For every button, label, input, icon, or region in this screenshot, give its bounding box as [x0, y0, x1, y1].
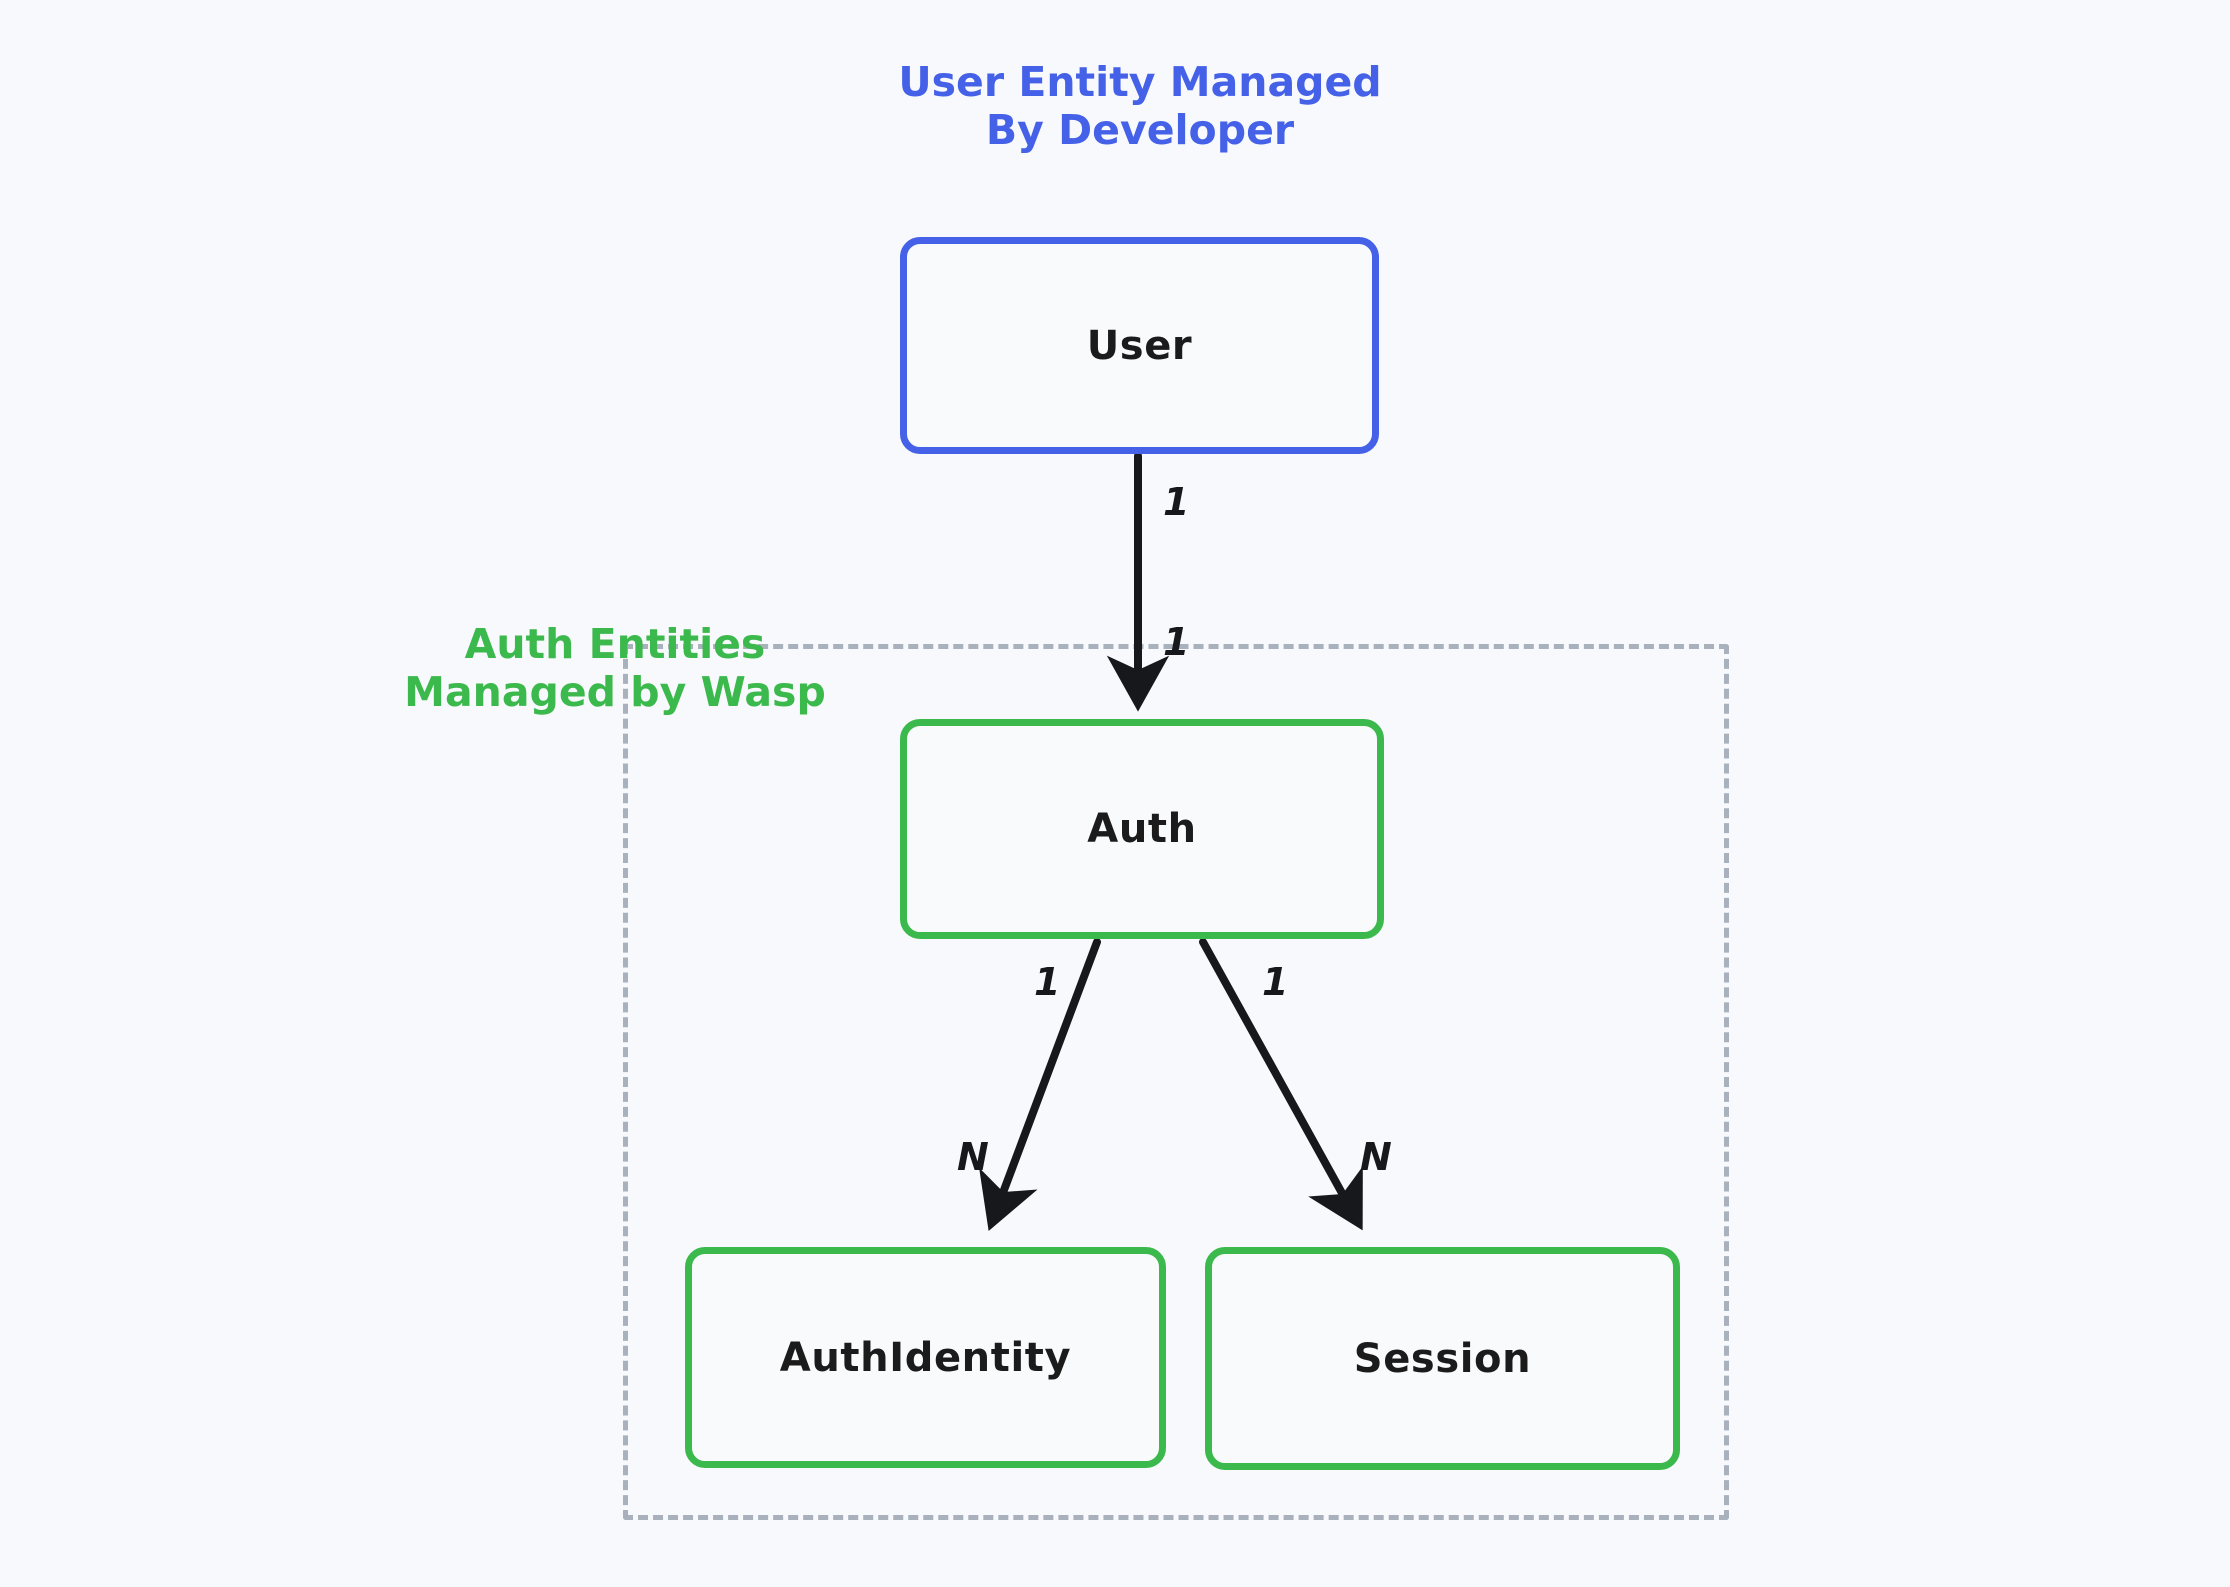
- entity-label-authidentity: AuthIdentity: [779, 1334, 1072, 1381]
- entity-label-user: User: [1086, 322, 1193, 369]
- caption-user-entity-managed-by-developer: User Entity Managed By Developer: [898, 58, 1382, 155]
- cardinality-auth-authidentity-target: N: [957, 1135, 989, 1179]
- cardinality-auth-session-target: N: [1360, 1135, 1392, 1179]
- entity-node-session[interactable]: Session: [1205, 1247, 1680, 1470]
- entity-label-session: Session: [1353, 1335, 1532, 1382]
- cardinality-auth-authidentity-source: 1: [1034, 960, 1061, 1004]
- entity-node-auth[interactable]: Auth: [900, 719, 1384, 939]
- caption-auth-entities-managed-by-wasp: Auth Entities Managed by Wasp: [404, 620, 826, 717]
- wasp-entities-group-boundary: [623, 644, 1729, 1520]
- cardinality-user-auth-target: 1: [1163, 620, 1190, 664]
- cardinality-user-auth-source: 1: [1163, 480, 1190, 524]
- entity-node-user[interactable]: User: [900, 237, 1379, 454]
- entity-label-auth: Auth: [1087, 806, 1197, 852]
- entity-node-authidentity[interactable]: AuthIdentity: [685, 1247, 1166, 1468]
- cardinality-auth-session-source: 1: [1262, 960, 1289, 1004]
